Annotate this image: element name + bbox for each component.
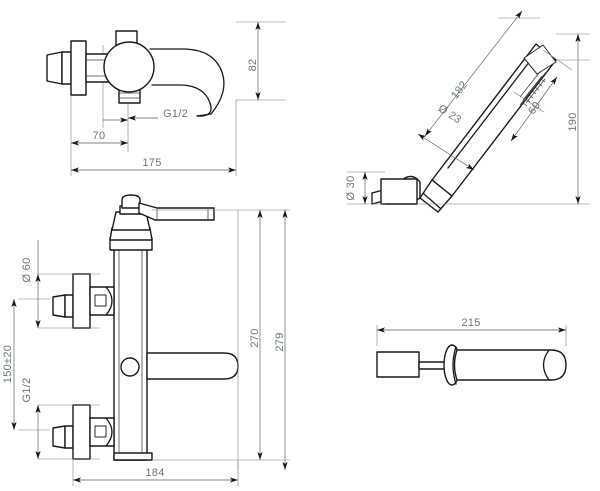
spout-arm xyxy=(149,48,225,117)
dimension-width-184: 184 xyxy=(73,467,238,483)
shower-wall-holder xyxy=(380,178,418,205)
dimension-spray-face-60: 60 xyxy=(510,49,573,142)
dimension-label-g12-inlet: G1/2 xyxy=(21,377,33,402)
dimension-holder-diameter-30: Ø 30 xyxy=(345,172,368,204)
dimension-label-70: 70 xyxy=(93,130,106,142)
spout-wall-flange xyxy=(46,40,87,96)
dimension-offset-70: 70 xyxy=(71,130,128,146)
dimension-label-82: 82 xyxy=(247,59,259,72)
spout-body-ball xyxy=(103,41,155,93)
dimension-label-215: 215 xyxy=(461,317,480,329)
dimension-thread-g12-top: G1/2 xyxy=(128,108,188,121)
mixer-upper-inlet xyxy=(52,273,115,329)
dimension-label-279: 279 xyxy=(274,332,286,351)
mixer-extension-lines xyxy=(18,209,290,486)
dimension-label-175: 175 xyxy=(142,157,161,169)
dimension-label-d60: Ø 60 xyxy=(21,257,33,282)
holder-wand-tube xyxy=(453,349,567,381)
dimension-label-184: 184 xyxy=(145,467,164,479)
dimension-height-270: 270 xyxy=(249,210,263,460)
mixer-main-lever xyxy=(146,352,239,380)
mixer-base-plate xyxy=(113,452,153,461)
dimension-height-279: 279 xyxy=(274,210,288,470)
dimension-centre-150: 150±20 xyxy=(2,299,17,430)
dimension-label-190: 190 xyxy=(567,112,579,131)
holder-wall-block xyxy=(376,351,420,378)
dimension-label-g12-top: G1/2 xyxy=(163,108,188,120)
dimension-label-270: 270 xyxy=(249,328,261,347)
view-shower-holder-side: 215 xyxy=(376,317,567,386)
mixer-riser-column xyxy=(113,247,148,461)
dimension-thread-g12-inlet: G1/2 xyxy=(21,377,41,459)
view-bath-spout-side: 82 G1/2 70 175 xyxy=(46,21,286,176)
mixer-diverter-button xyxy=(120,357,140,377)
dimension-height-190: 190 xyxy=(567,34,581,204)
dimension-label-150pm20: 150±20 xyxy=(2,345,14,383)
view-bath-mixer-front: Ø 60 150±20 G1/2 270 279 184 xyxy=(2,194,290,486)
dimension-spout-height: 82 xyxy=(247,22,261,100)
mixer-thermostatic-head xyxy=(109,194,153,251)
dimension-label-d30: Ø 30 xyxy=(345,175,357,200)
dimension-holder-length-215: 215 xyxy=(377,317,566,333)
dimension-overall-175: 175 xyxy=(71,157,236,173)
dimension-escutcheon-60: Ø 60 xyxy=(21,240,41,328)
